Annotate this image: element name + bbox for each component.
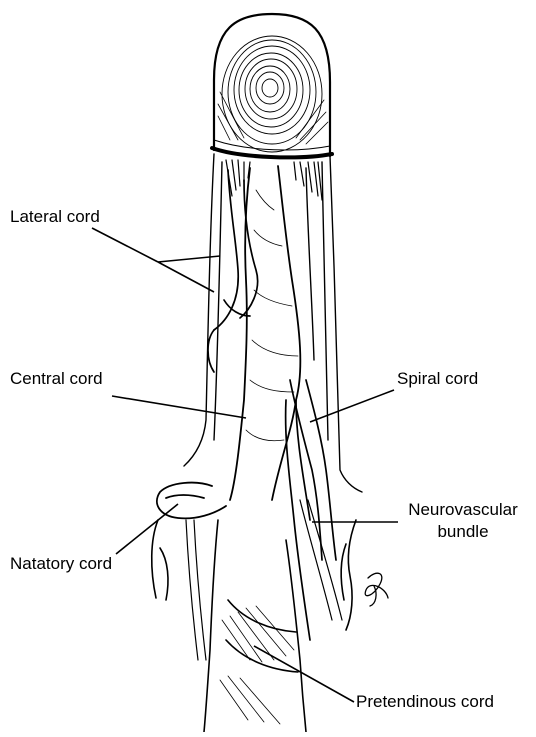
leader-lateral-a — [158, 256, 220, 262]
leader-pretendinous — [254, 646, 354, 702]
leader-spiral — [310, 390, 394, 422]
leader-central — [112, 396, 246, 418]
central-cord-label: Central cord — [10, 369, 103, 389]
neurovascular-label-line2: bundle — [402, 522, 524, 542]
leader-lateral-upper — [92, 228, 158, 262]
pretendinous-cord-label: Pretendinous cord — [356, 692, 494, 712]
neurovascular-label-line1: Neurovascular — [402, 500, 524, 520]
natatory-cord-label: Natatory cord — [10, 554, 112, 574]
leader-lateral-b — [158, 262, 214, 292]
spiral-cord-label: Spiral cord — [397, 369, 478, 389]
lateral-cord-label: Lateral cord — [10, 207, 100, 227]
leader-natatory — [116, 504, 178, 554]
